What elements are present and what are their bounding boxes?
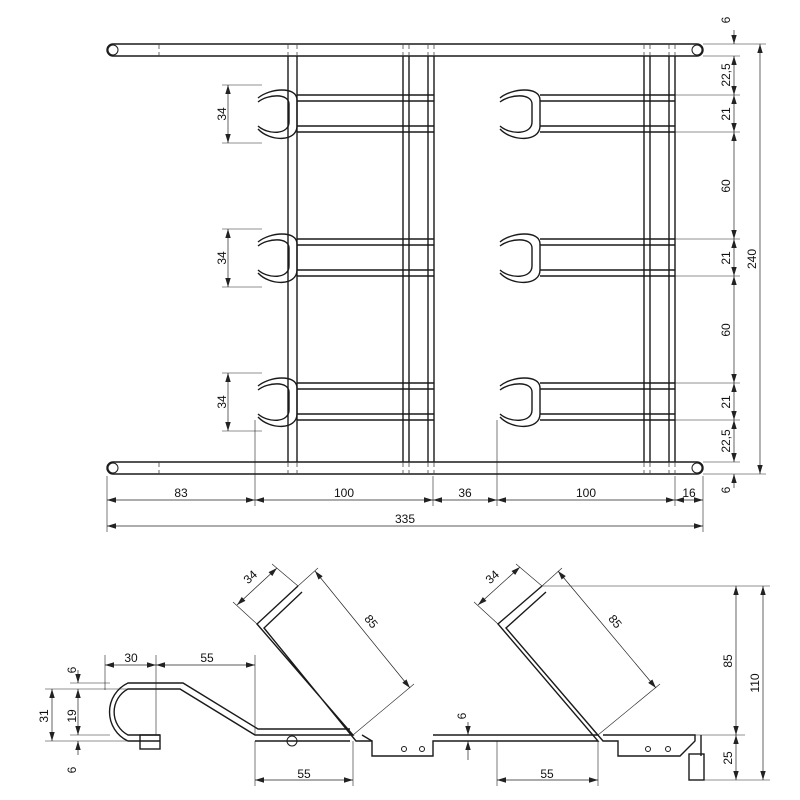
vdim-22-5-top: 22,5	[719, 63, 733, 87]
side-hook-depth-left: 34	[241, 567, 261, 587]
side-hook-length-left: 85	[361, 612, 380, 631]
hook-hole-left-2	[419, 746, 425, 752]
vdim-6-top: 6	[719, 16, 733, 23]
vdim-60-b: 60	[719, 323, 733, 337]
width-dim-36: 36	[458, 486, 472, 500]
vdim-6-bottom: 6	[719, 486, 733, 493]
width-dim-100b: 100	[576, 486, 596, 500]
hook-bars-left	[297, 94, 434, 421]
left-end-cap	[139, 734, 161, 750]
side-profile-rail	[255, 734, 702, 756]
hook-hole-right-2	[665, 746, 671, 752]
right-dim-110: 110	[748, 673, 762, 692]
hook-pitch-label-2: 34	[215, 251, 229, 265]
hook-pitch-label-1: 34	[215, 107, 229, 121]
top-rail-right-end	[691, 44, 703, 56]
base-dim-55-right: 55	[540, 767, 554, 781]
vdim-21-b: 21	[719, 251, 733, 265]
vdim-22-5-bottom: 22,5	[719, 429, 733, 453]
loop-offset-55: 55	[200, 651, 214, 665]
top-rail	[106, 43, 704, 57]
right-end-cap	[688, 753, 705, 781]
loop-wire-top-6: 6	[65, 666, 79, 673]
overall-width: 335	[395, 512, 415, 526]
top-rail-left-end	[107, 44, 119, 56]
vertical-dim-lines	[675, 30, 766, 488]
base-dim-55-left: 55	[297, 767, 311, 781]
loop-height-19: 19	[65, 709, 79, 723]
loop-wire-bottom-6: 6	[65, 766, 79, 773]
loop-length-30: 30	[124, 651, 138, 665]
side-hook-length-right: 85	[605, 612, 624, 631]
side-profile-outer	[113, 585, 600, 757]
hook-hole-left-1	[401, 746, 407, 752]
riser-dim-6: 6	[455, 712, 469, 719]
width-dim-100a: 100	[334, 486, 354, 500]
hook-pitch-dims	[222, 84, 262, 432]
bottom-rail	[106, 461, 704, 475]
side-view: 34 34 85 85 30 55 31 19 6 6 55 55 6 85 2…	[37, 563, 770, 786]
hook-bars-right	[540, 94, 675, 421]
bottom-rail-right-end	[691, 462, 703, 474]
right-dim-85: 85	[721, 654, 735, 668]
side-hook-depth-right: 34	[483, 567, 503, 587]
hidden-lines	[158, 44, 676, 474]
right-dim-25: 25	[721, 751, 735, 765]
vdim-21-a: 21	[719, 107, 733, 121]
vdim-60-a: 60	[719, 179, 733, 193]
side-rail-hole	[286, 735, 298, 747]
loop-height-31: 31	[37, 709, 51, 723]
width-dim-83: 83	[174, 486, 188, 500]
vdim-21-c: 21	[719, 395, 733, 409]
width-dim-16: 16	[682, 486, 696, 500]
hook-hole-right-1	[645, 746, 651, 752]
horizontal-dim-lines	[106, 420, 704, 532]
vertical-wires	[287, 56, 676, 462]
side-profile-inner	[108, 591, 696, 757]
bottom-rail-left-end	[107, 462, 119, 474]
side-dim-lines	[45, 563, 770, 786]
hook-pitch-label-3: 34	[215, 395, 229, 409]
u-hooks	[257, 89, 541, 428]
overall-height: 240	[745, 249, 759, 269]
top-view: 34 34 34 83 100 36 100 16 335	[106, 16, 766, 532]
